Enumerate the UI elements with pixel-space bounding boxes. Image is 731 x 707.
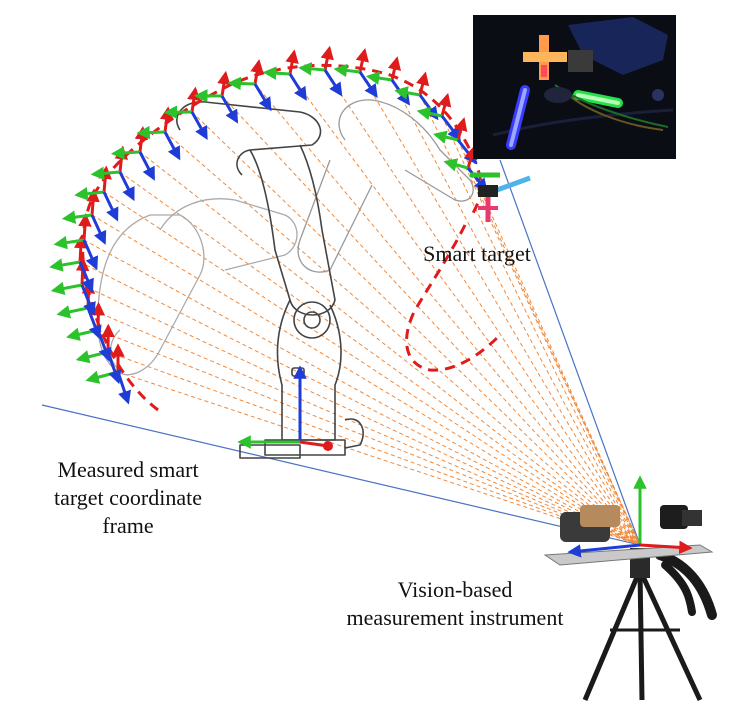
sight-line — [107, 351, 641, 546]
coordinate-frame — [262, 49, 307, 101]
coordinate-frame — [136, 106, 181, 161]
robot-base-frame — [237, 365, 333, 451]
sight-line — [117, 371, 641, 546]
coordinate-frame — [194, 70, 239, 124]
camera-tripod-icon — [543, 475, 717, 702]
coordinate-frame — [74, 165, 119, 222]
coordinate-frame — [61, 188, 107, 245]
coordinate-frame — [333, 47, 378, 99]
sight-line — [457, 139, 641, 546]
measured-coordinate-frames — [49, 45, 488, 405]
sight-line — [191, 111, 641, 546]
sight-line — [119, 171, 641, 546]
smart-target-photo — [473, 15, 676, 159]
sight-line — [81, 284, 641, 546]
sight-line — [254, 83, 641, 546]
sight-line — [97, 329, 641, 546]
coordinate-frame — [53, 212, 99, 271]
field-of-view-lines — [41, 159, 641, 546]
sight-line — [139, 151, 641, 546]
coordinate-frame — [298, 45, 343, 97]
coordinate-frame — [416, 92, 461, 141]
sight-line — [221, 95, 641, 546]
sight-line — [87, 307, 641, 546]
sight-line — [83, 239, 641, 546]
measured-frame-label: Measured smart target coordinate frame — [53, 457, 203, 538]
sight-line — [91, 214, 641, 546]
smart-target-label: Smart target — [423, 241, 531, 266]
vision-instrument-label: Vision-based measurement instrument — [346, 577, 564, 630]
sight-line — [359, 71, 641, 546]
sight-line — [103, 191, 641, 546]
coordinate-frame — [227, 59, 272, 112]
sight-line — [391, 79, 641, 546]
sight-line — [324, 69, 641, 546]
smart-target-marker-icon — [470, 172, 531, 222]
sight-line — [467, 167, 641, 546]
